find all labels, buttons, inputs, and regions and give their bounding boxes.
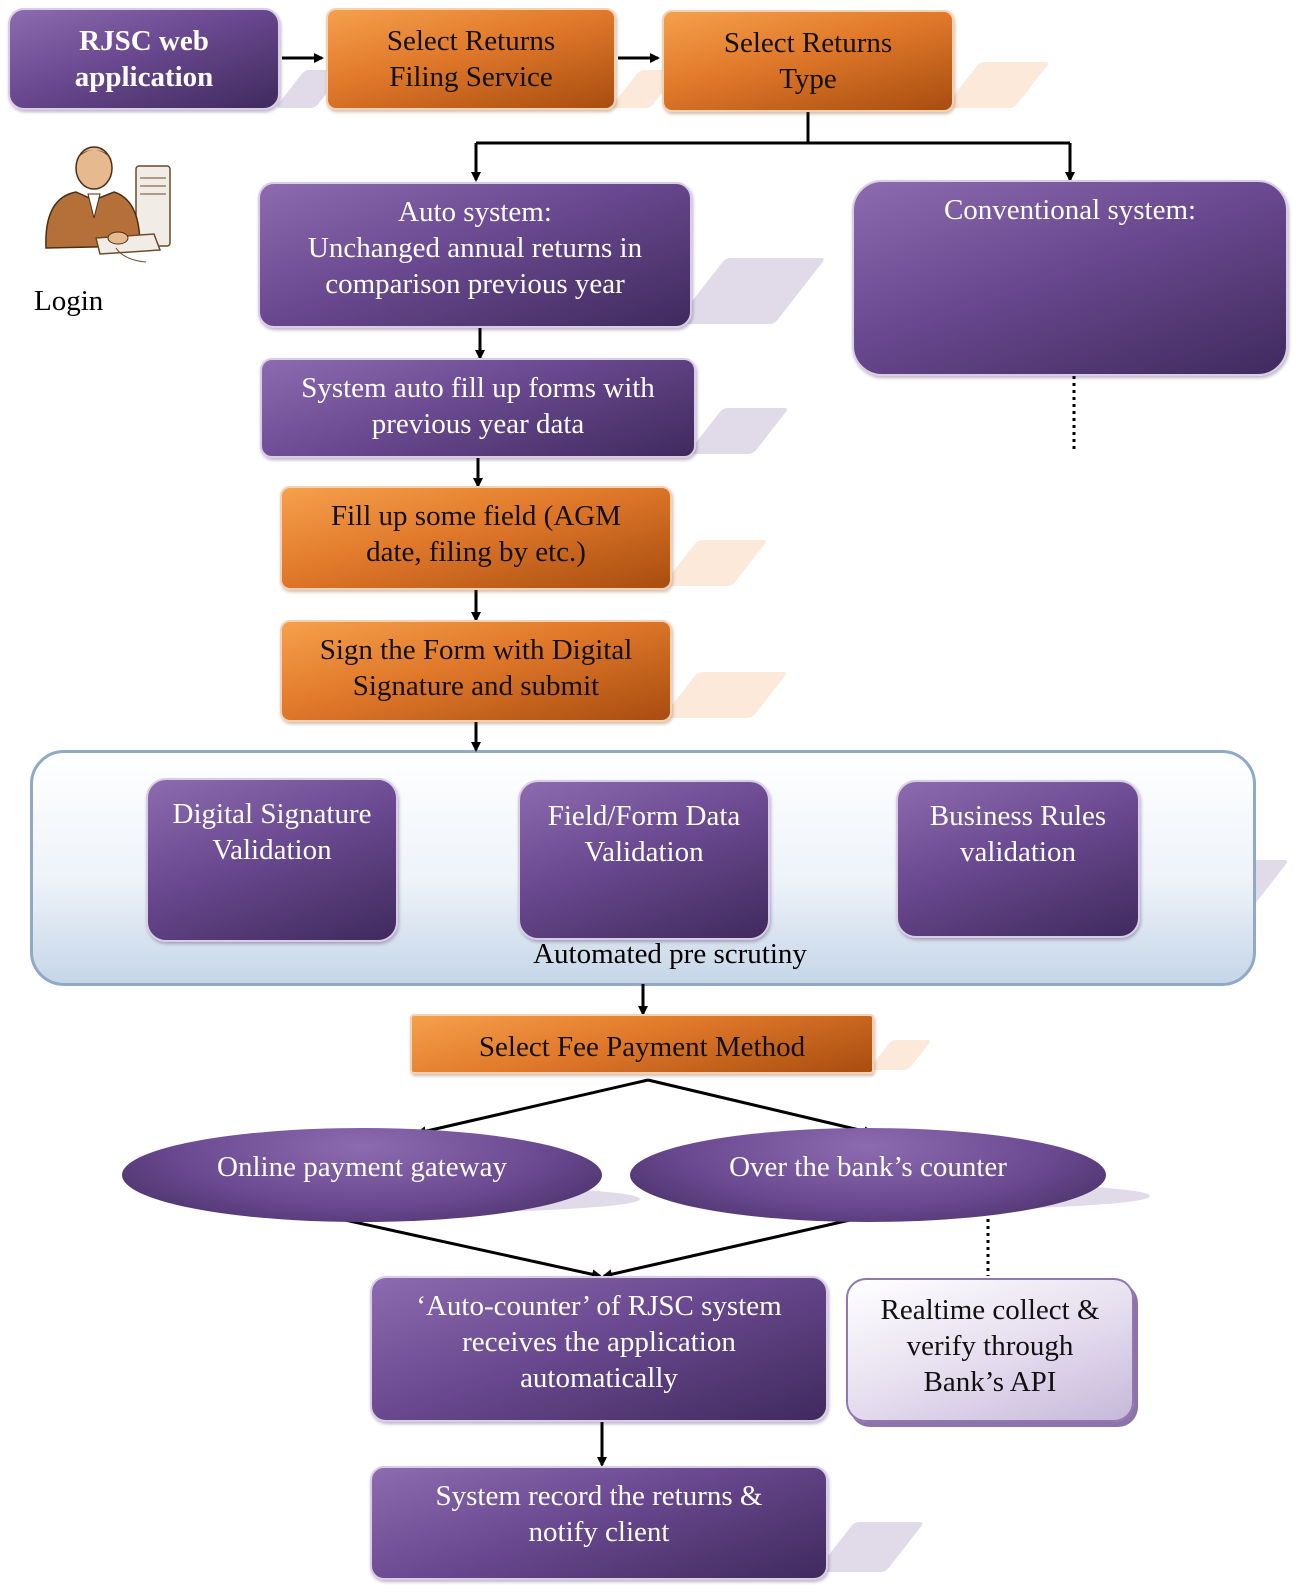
- select-returns-filing-service-node: Select Returns Filing Service: [326, 8, 616, 110]
- bank-counter-node: Over the bank’s counter: [630, 1128, 1106, 1222]
- auto-fill-forms-node: System auto fill up forms with previous …: [260, 358, 696, 458]
- arrow-online-to-auto-counter: [344, 1218, 602, 1280]
- select-fee-payment-node: Select Fee Payment Method: [410, 1014, 874, 1074]
- business-rules-validation-node: Business Rules validation: [896, 780, 1140, 938]
- auto-system-node: Auto system: Unchanged annual returns in…: [258, 182, 692, 328]
- automated-pre-scrutiny-label: Automated pre scrutiny: [533, 938, 807, 970]
- conventional-system-node: Conventional system:: [852, 180, 1288, 376]
- arrow-fee-to-bank: [647, 1078, 874, 1137]
- auto-counter-node: ‘Auto-counter’ of RJSC system receives t…: [370, 1276, 828, 1422]
- rjsc-web-application-node: RJSC web application: [8, 8, 280, 110]
- fill-up-fields-node: Fill up some field (AGM date, filing by …: [280, 486, 672, 590]
- record-notify-node: System record the returns & notify clien…: [370, 1466, 828, 1580]
- select-returns-type-node: Select Returns Type: [662, 10, 954, 112]
- arrow-fee-to-online: [416, 1078, 649, 1137]
- realtime-verify-node: Realtime collect & verify through Bank’s…: [846, 1278, 1134, 1422]
- sign-form-node: Sign the Form with Digital Signature and…: [280, 620, 672, 722]
- field-form-validation-node: Field/Form Data Validation: [518, 780, 770, 940]
- online-payment-gateway-node: Online payment gateway: [122, 1128, 602, 1222]
- login-label: Login: [34, 285, 104, 317]
- person-at-computer-icon: [36, 138, 176, 268]
- digital-signature-validation-node: Digital Signature Validation: [146, 778, 398, 942]
- arrow-bank-to-auto-counter: [602, 1218, 851, 1280]
